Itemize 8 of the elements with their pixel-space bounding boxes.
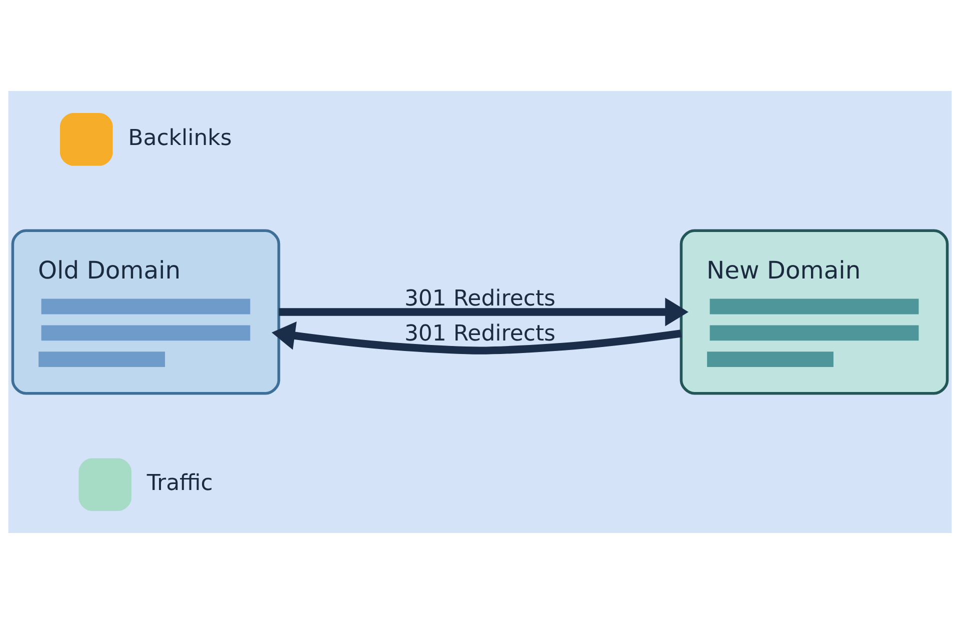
node-box: Old Domain [11,229,280,395]
label: Traffic [146,471,213,496]
label: Backlinks [128,126,232,151]
edge-label: 301 Redirects [404,286,556,312]
node-box: New Domain [680,229,949,395]
arrow [272,322,682,354]
edge-label: 301 Redirects [404,322,556,347]
arrow [278,298,688,326]
